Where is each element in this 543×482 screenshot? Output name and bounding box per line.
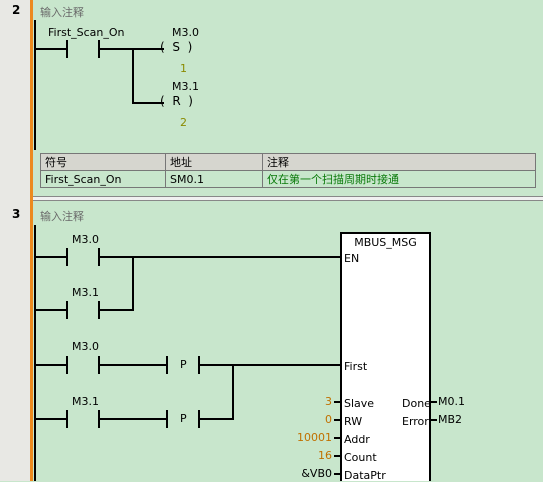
wire: [132, 102, 164, 104]
addr-value[interactable]: 10001: [297, 431, 332, 444]
wire: [200, 418, 234, 420]
pin-first: First: [344, 360, 368, 373]
pin-stub: [334, 473, 342, 475]
p-label: P: [180, 412, 187, 425]
table-header: 地址: [165, 153, 263, 171]
rw-value[interactable]: 0: [325, 413, 332, 426]
coil-op: S: [172, 40, 180, 54]
pin-stub: [334, 401, 342, 403]
comment-cell: 仅在第一个扫描周期时接通: [262, 170, 536, 188]
gutter-accent-line: [30, 0, 33, 481]
pin-dataptr: DataPtr: [344, 469, 386, 482]
coil-r[interactable]: ( R ): [160, 94, 193, 108]
p-right-bar[interactable]: [198, 356, 200, 374]
pin-stub: [334, 437, 342, 439]
pin-stub: [429, 419, 437, 421]
pin-addr: Addr: [344, 433, 370, 446]
symbol-cell: First_Scan_On: [40, 170, 166, 188]
p-label: P: [180, 358, 187, 371]
contact-left-bar[interactable]: [66, 40, 68, 58]
wire-to-en: [100, 256, 342, 258]
wire: [36, 309, 66, 311]
pin-count: Count: [344, 451, 377, 464]
pin-done: Done: [402, 397, 431, 410]
pin-error: Error: [402, 415, 429, 428]
symbol-table: 符号 地址 注释 First_Scan_On SM0.1 仅在第一个扫描周期时接…: [40, 153, 536, 188]
wire: [100, 364, 166, 366]
contact-right-bar[interactable]: [98, 410, 100, 428]
power-rail: [34, 225, 36, 481]
pin-en: EN: [344, 252, 360, 265]
power-rail: [34, 20, 36, 150]
table-row[interactable]: First_Scan_On SM0.1 仅在第一个扫描周期时接通: [40, 170, 536, 188]
contact-label: M3.0: [72, 340, 99, 353]
error-value[interactable]: MB2: [438, 413, 463, 426]
contact-right-bar[interactable]: [98, 356, 100, 374]
mbus-msg-block[interactable]: MBUS_MSG EN First Slave RW Addr Count Da…: [340, 232, 431, 482]
contact-label: M3.1: [72, 395, 99, 408]
contact-right-bar[interactable]: [98, 301, 100, 319]
branch-wire: [132, 48, 134, 103]
contact-left-bar[interactable]: [66, 356, 68, 374]
wire: [100, 418, 166, 420]
wire: [36, 48, 66, 50]
table-header: 注释: [262, 153, 536, 171]
count-value[interactable]: 16: [318, 449, 332, 462]
coil-address: M3.0: [172, 26, 199, 39]
dataptr-value[interactable]: &VB0: [301, 467, 332, 480]
wire-to-first: [200, 364, 342, 366]
wire: [36, 256, 66, 258]
p-left-bar[interactable]: [166, 356, 168, 374]
network-comment[interactable]: 输入注释: [40, 210, 84, 223]
contact-left-bar[interactable]: [66, 410, 68, 428]
contact-right-bar[interactable]: [98, 40, 100, 58]
wire: [100, 309, 134, 311]
branch-wire: [132, 256, 134, 311]
pin-rw: RW: [344, 415, 363, 428]
p-left-bar[interactable]: [166, 410, 168, 428]
coil-count: 1: [180, 62, 187, 75]
coil-address: M3.1: [172, 80, 199, 93]
contact-right-bar[interactable]: [98, 248, 100, 266]
branch-wire: [232, 364, 234, 420]
left-gutter: [0, 0, 30, 481]
network-number: 3: [12, 207, 21, 221]
done-value[interactable]: M0.1: [438, 395, 465, 408]
pin-stub: [334, 455, 342, 457]
pin-stub: [429, 401, 437, 403]
pin-slave: Slave: [344, 397, 375, 410]
network-number: 2: [12, 3, 21, 17]
coil-count: 2: [180, 116, 187, 129]
pin-stub: [334, 419, 342, 421]
slave-value[interactable]: 3: [325, 395, 332, 408]
contact-left-bar[interactable]: [66, 248, 68, 266]
block-title: MBUS_MSG: [354, 236, 417, 249]
network-separator: [33, 196, 543, 201]
contact-label: M3.0: [72, 233, 99, 246]
table-header: 符号: [40, 153, 166, 171]
contact-label: First_Scan_On: [48, 26, 125, 39]
contact-left-bar[interactable]: [66, 301, 68, 319]
coil-s[interactable]: ( S ): [160, 40, 193, 54]
address-cell: SM0.1: [165, 170, 263, 188]
network-comment[interactable]: 输入注释: [40, 6, 84, 19]
wire: [36, 364, 66, 366]
contact-label: M3.1: [72, 286, 99, 299]
wire: [36, 418, 66, 420]
coil-op: R: [172, 94, 181, 108]
p-right-bar[interactable]: [198, 410, 200, 428]
